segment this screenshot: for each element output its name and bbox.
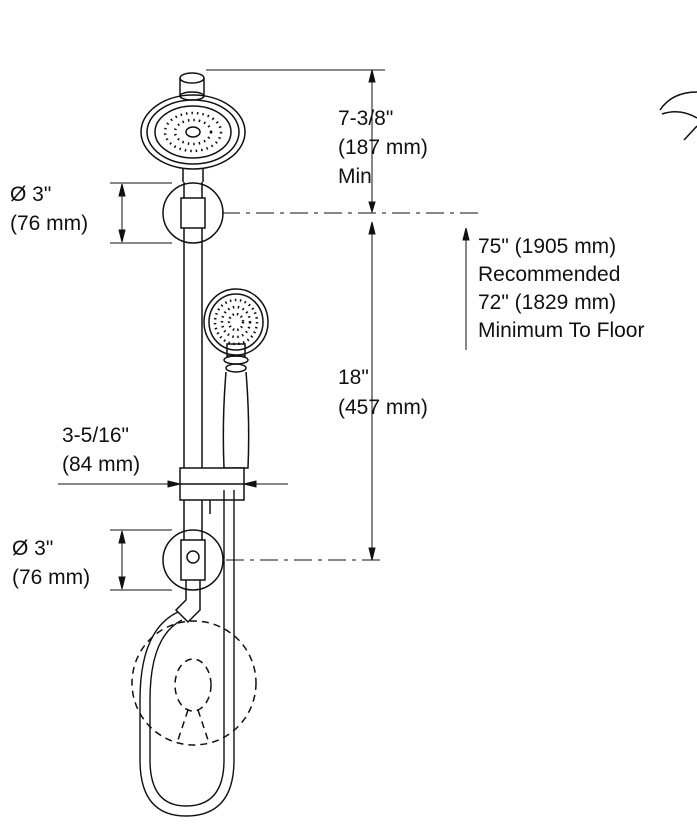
- dim-top-line3: Min: [338, 165, 372, 188]
- upper-escutcheon: [162, 182, 224, 244]
- rain-showerhead: [140, 94, 246, 182]
- dim-bar-line1: 18": [338, 366, 369, 389]
- dim-upper-dia-line2: (76 mm): [10, 212, 89, 235]
- slide-bar: [183, 182, 203, 540]
- dim-handshower-line2: (84 mm): [62, 453, 141, 476]
- dim-floor-line1: 75" (1905 mm): [478, 235, 617, 258]
- dim-top-line2: (187 mm): [338, 136, 428, 159]
- dim-floor-line2: Recommended: [478, 263, 621, 286]
- dim-handshower-line1: 3-5/16": [62, 424, 129, 447]
- dim-upper-dia-line1: Ø 3": [10, 183, 52, 206]
- dimension-lines: [58, 69, 482, 591]
- dim-lower-dia-line1: Ø 3": [12, 537, 54, 560]
- dim-floor-line3: 72" (1829 mm): [478, 291, 617, 314]
- dim-floor-line4: Minimum To Floor: [478, 319, 645, 342]
- shower-hose: [139, 490, 235, 817]
- dim-lower-dia-line2: (76 mm): [12, 566, 91, 589]
- side-view-sketch: [659, 91, 697, 141]
- dim-bar-line2: (457 mm): [338, 396, 428, 419]
- handshower: [203, 288, 269, 491]
- valve-trim: [131, 620, 257, 746]
- lower-escutcheon: [162, 529, 224, 624]
- dim-top-line1: 7-3/8": [338, 107, 394, 130]
